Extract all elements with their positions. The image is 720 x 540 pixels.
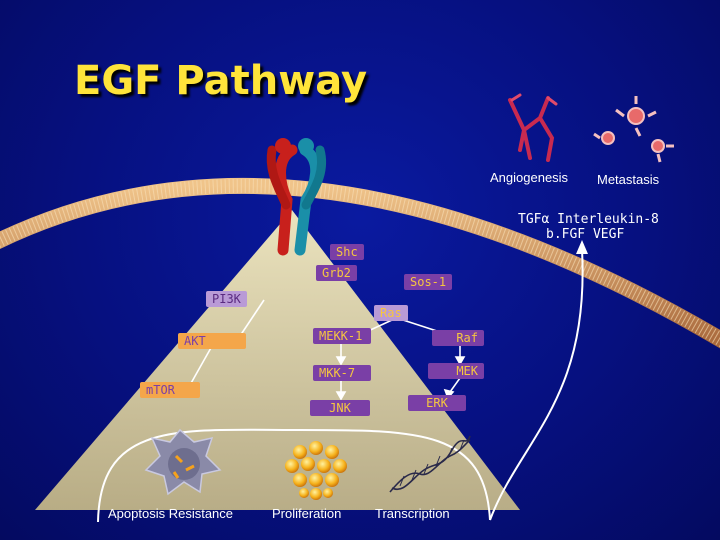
angiogenesis-image — [508, 93, 558, 162]
pi3k-node: PI3K — [206, 291, 247, 307]
mtor-node: mTOR — [140, 382, 200, 398]
dna-helix-image — [389, 435, 471, 493]
page-title: EGF Pathway — [74, 58, 368, 104]
proliferation-image — [285, 441, 347, 500]
feedback-arrowhead — [576, 240, 588, 254]
erk-node: ERK — [408, 395, 466, 411]
growth-factors-line2: b.FGF VEGF — [546, 227, 625, 242]
proliferation-label: Proliferation — [272, 506, 342, 521]
apoptosis-image — [144, 428, 222, 496]
ras-node: Ras — [374, 305, 408, 321]
shc-node: Shc — [330, 244, 364, 260]
grb2-node: Grb2 — [316, 265, 357, 281]
mkk7-node: MKK-7 — [313, 365, 371, 381]
feedback-arrow — [489, 249, 584, 521]
metastasis-label: Metastasis — [597, 172, 660, 187]
metastasis-image — [593, 96, 674, 163]
sos1-node: Sos-1 — [404, 274, 453, 290]
mek-node: MEK — [428, 363, 484, 379]
nucleus-boundary — [97, 428, 491, 523]
jnk-node: JNK — [310, 400, 370, 416]
akt-node: AKT — [178, 333, 246, 349]
transcription-label: Transcription — [375, 506, 450, 521]
apoptosis-resistance-label: Apoptosis Resistance — [108, 506, 234, 521]
egf-receptor — [266, 138, 326, 256]
growth-factors-line1: TGFα Interleukin-8 — [518, 212, 659, 227]
raf-node: Raf — [432, 330, 484, 346]
mekk1-node: MEKK-1 — [313, 328, 371, 344]
angiogenesis-label: Angiogenesis — [490, 170, 569, 185]
signal-triangle — [35, 210, 520, 510]
